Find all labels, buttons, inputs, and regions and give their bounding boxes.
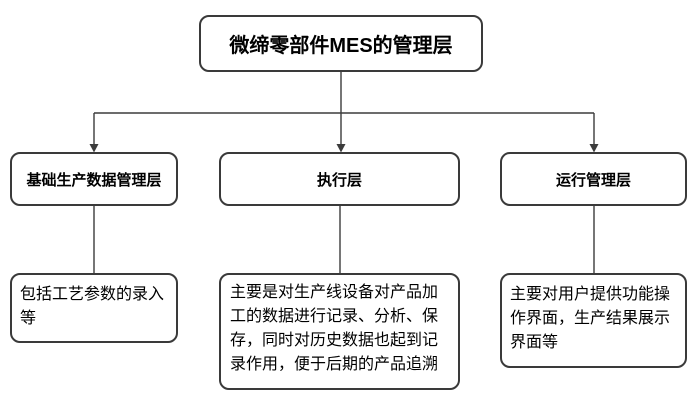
node-operation-management-detail-text: 主要对用户提供功能操作界面，生产结果展示界面等: [510, 286, 671, 351]
node-execution-layer-label: 执行层: [316, 171, 362, 189]
node-basic-production-data-detail-text: 包括工艺参数的录入等: [20, 286, 165, 327]
node-execution-detail-text: 主要是对生产线设备对产品加工的数据进行记录、分析、保存，同时对历史数据也起到记录…: [230, 284, 439, 373]
node-root-label: 微缔零部件MES的管理层: [229, 35, 453, 57]
node-execution-layer: 执行层: [219, 152, 460, 206]
node-basic-production-data-layer-label: 基础生产数据管理层: [26, 171, 162, 189]
node-basic-production-data-layer: 基础生产数据管理层: [10, 152, 178, 206]
node-operation-management-detail: 主要对用户提供功能操作界面，生产结果展示界面等: [500, 273, 687, 368]
node-execution-detail: 主要是对生产线设备对产品加工的数据进行记录、分析、保存，同时对历史数据也起到记录…: [219, 273, 460, 390]
node-basic-production-data-detail: 包括工艺参数的录入等: [10, 273, 178, 343]
node-root: 微缔零部件MES的管理层: [199, 15, 483, 72]
node-operation-management-layer: 运行管理层: [500, 152, 687, 206]
node-operation-management-layer-label: 运行管理层: [555, 171, 631, 189]
